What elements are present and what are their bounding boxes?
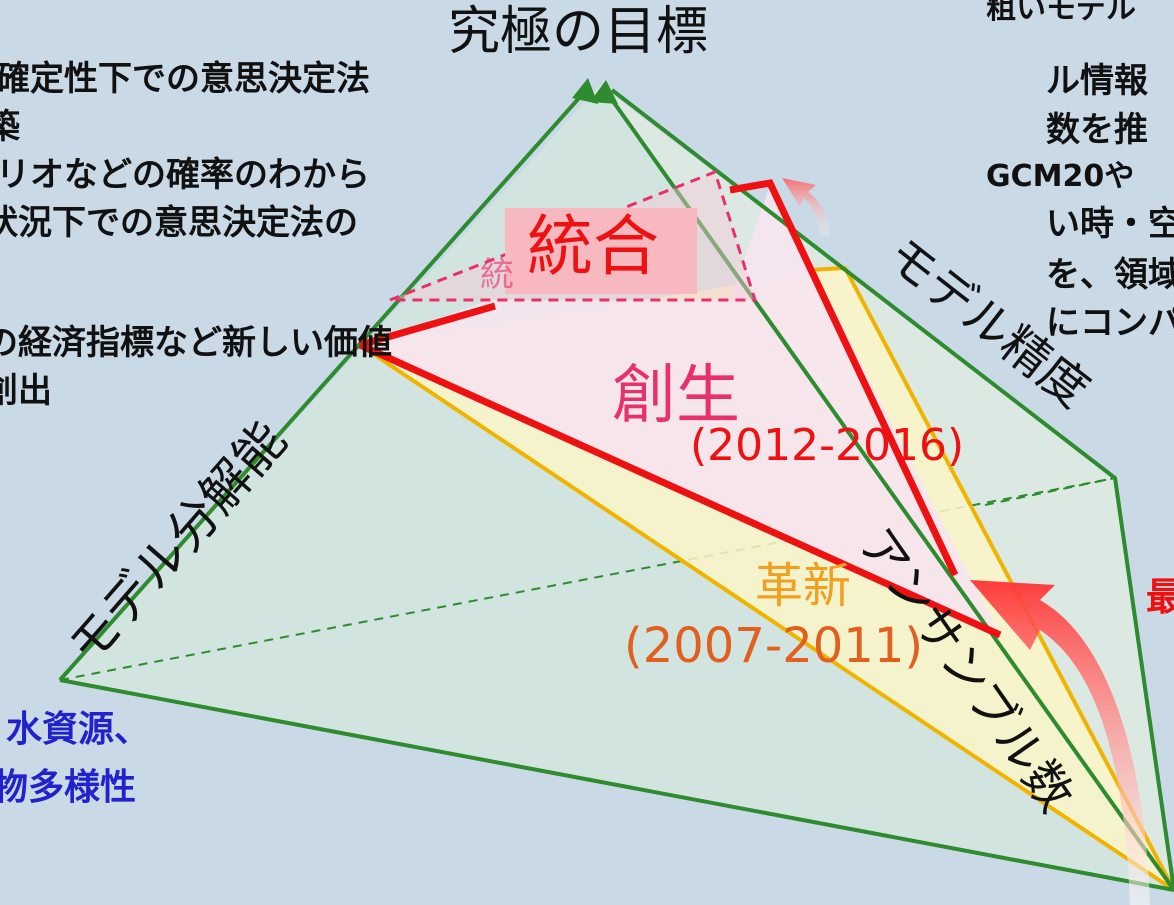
creation-years: (2012-2016) [690,420,965,471]
integration-partial-label: 統 [480,255,514,295]
creation-path-right [729,179,959,577]
right-text-line5: い時・空 [1046,204,1174,244]
innovation-label: 革新 [755,558,852,614]
right-partial-label: 最 [1146,575,1174,619]
right-text-line1: 粗いモデル [986,0,1136,26]
right-text-line2: ル情報 [1046,61,1148,101]
pyramid-edge-left [58,86,590,682]
innovation-outline [358,343,1174,892]
left-text-line5: の経済指標など新しい価値 [0,323,392,363]
pyramid-edge-bottom [59,678,1174,892]
bottom-left-line2: 物多様性 [0,767,137,808]
left-text-line3: リオなどの確率のわから [0,155,370,195]
progress-arrow [970,580,1150,905]
innovation-years: (2007-2011) [624,618,924,674]
creation-path-top [359,302,496,349]
apex-arrowhead-left [572,78,598,104]
left-text-line2: 築 [0,107,20,147]
right-text-line6: を、領域 [1046,255,1174,295]
creation-label: 創生 [612,359,740,433]
left-text-line4: 状況下での意思決定法の [0,203,358,243]
creation-region [360,185,1000,635]
left-text-line1: 確定性下での意思決定法 [0,59,370,99]
hidden-edge-base [59,477,1116,681]
creation-path [358,341,1002,639]
integration-label: 統合 [527,208,659,285]
bottom-left-line1: 水資源、 [6,709,151,750]
pyramid-edge-inner [603,88,1174,892]
right-dashed-edge [984,477,1116,506]
right-text-line7: にコンパ [1046,303,1174,343]
apex-arrowhead-right [590,80,618,104]
top-title: 究極の目標 [448,2,709,62]
right-text-line3: 数を推 [1046,110,1148,150]
integration-box [505,208,697,294]
small-progress-arrow [782,178,830,235]
right-text-line4: GCM20や [986,159,1135,194]
left-text-line6: 創出 [0,371,52,411]
